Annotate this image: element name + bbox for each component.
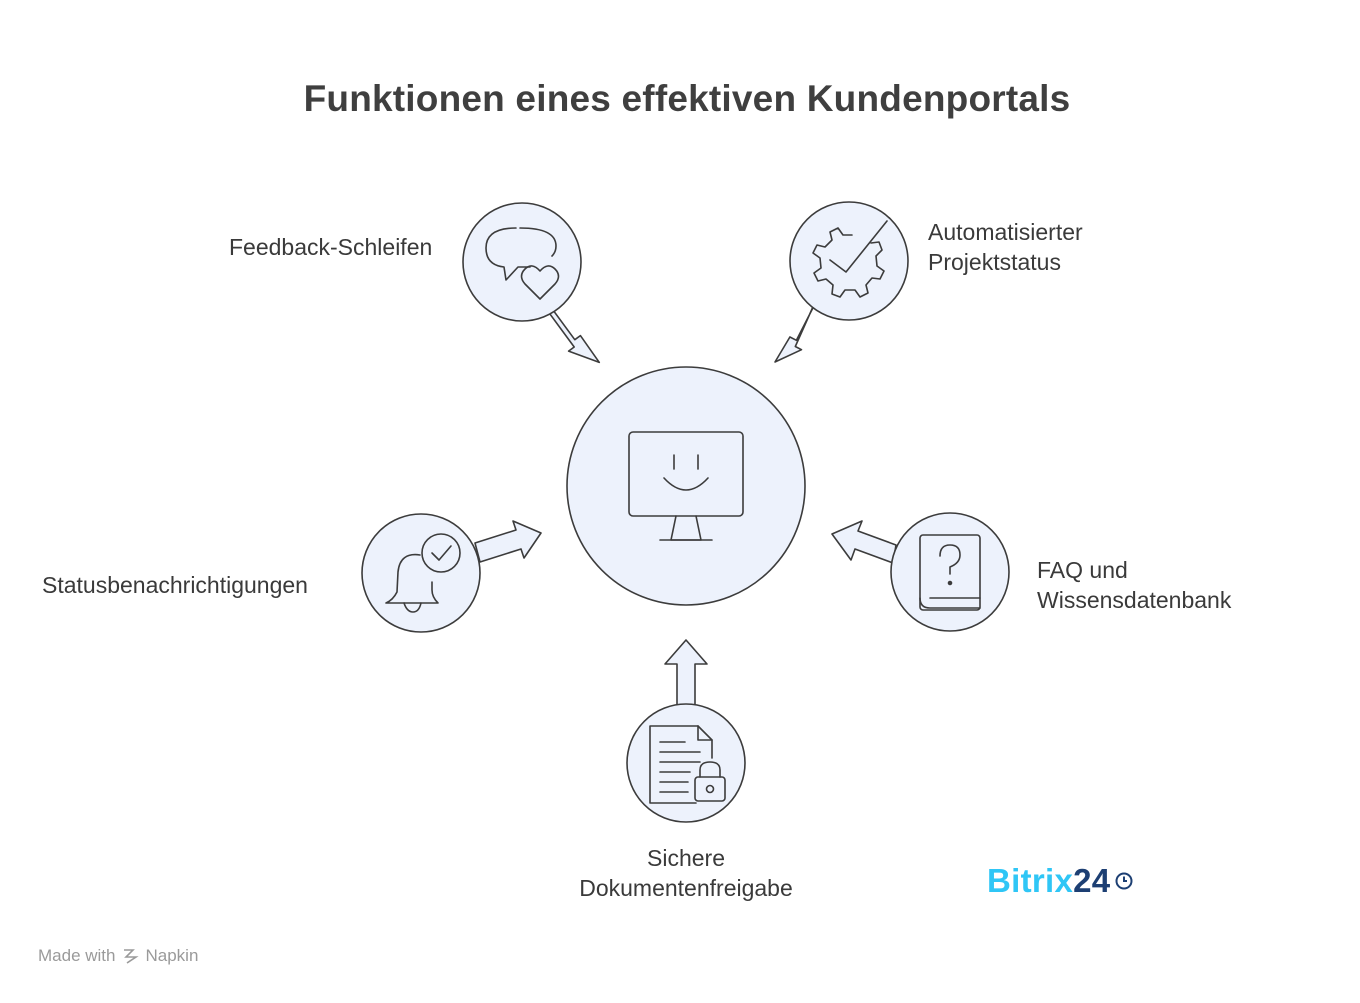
napkin-icon (124, 949, 140, 964)
made-with-footer: Made with Napkin (38, 946, 198, 966)
brand-part2: 24 (1073, 862, 1111, 899)
feedback-label: Feedback-Schleifen (229, 234, 433, 260)
made-with-text: Made with (38, 946, 116, 965)
feedback-circle (462, 202, 582, 322)
gear-check-icon (812, 220, 888, 298)
smiling-monitor-icon (628, 431, 744, 541)
diagram-title: Funktionen eines effektiven Kundenportal… (303, 78, 1071, 119)
faq-label: FAQ und Wissensdatenbank (1037, 557, 1232, 613)
brand-part1: Bitrix (987, 862, 1074, 899)
clock-icon (1115, 872, 1133, 890)
documents-circle (626, 703, 746, 823)
automation-circle (789, 201, 909, 321)
automation-label: Automatisierter Projektstatus (928, 219, 1083, 275)
notifications-label: Statusbenachrichtigungen (42, 572, 308, 598)
faq-arrow (831, 520, 897, 564)
bell-check-icon (385, 533, 461, 613)
chat-heart-icon (485, 227, 560, 300)
notifications-arrow (474, 520, 542, 563)
napkin-text: Napkin (145, 946, 199, 965)
documents-label: Sichere Dokumentenfreigabe (579, 845, 793, 901)
center-circle (566, 366, 806, 606)
notifications-circle (361, 513, 481, 633)
document-lock-icon (649, 725, 726, 804)
question-book-icon (919, 534, 981, 611)
